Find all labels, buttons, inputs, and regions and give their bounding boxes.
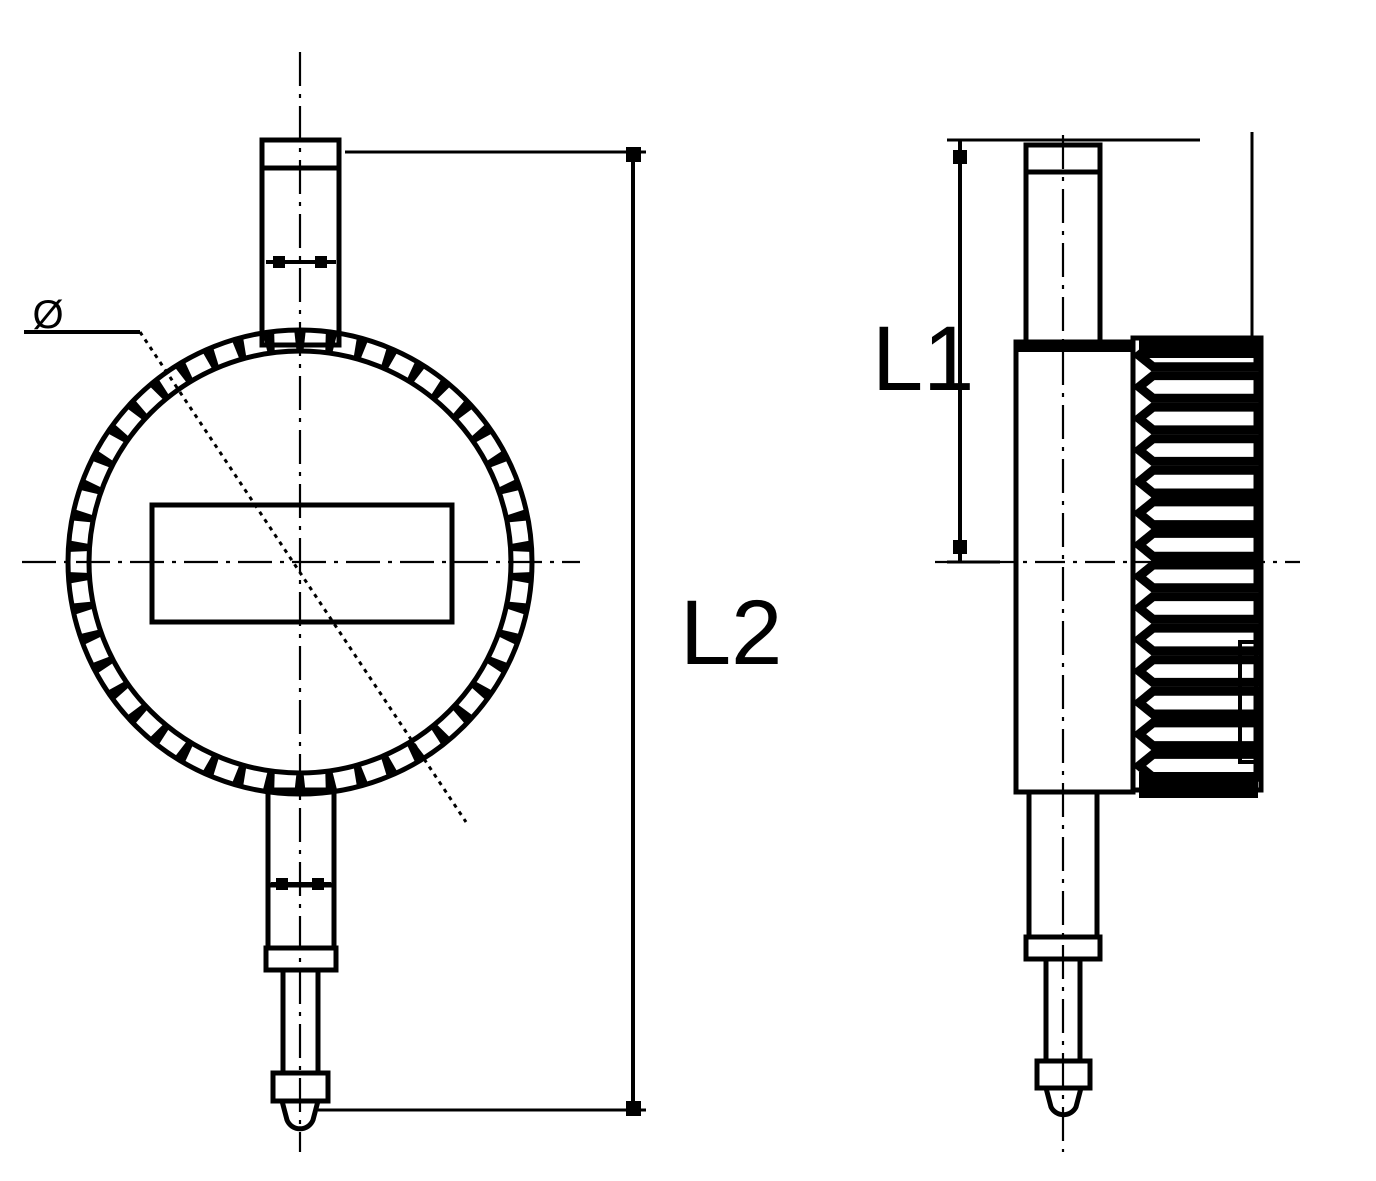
side-view: L1 <box>872 132 1300 1152</box>
l1-arrow-bottom <box>953 540 967 554</box>
side-bezel-knurl-tooth <box>1131 465 1263 498</box>
bezel-knurl-tooth <box>512 570 530 584</box>
side-bezel-knurl-cap <box>1139 336 1258 358</box>
l1-dimension-label: L1 <box>872 308 974 410</box>
front-view: Ø L2 <box>22 52 782 1152</box>
bezel-knurl-tooth <box>507 509 527 525</box>
side-bezel-knurl-cap <box>1139 772 1258 798</box>
upper-stem-detail-dot-right <box>315 256 327 268</box>
plunger-sleeve-dot-left <box>276 878 288 890</box>
diameter-callout: Ø <box>24 293 468 823</box>
bezel-knurl-tooth <box>512 540 530 554</box>
plunger-sleeve-dot-right <box>312 878 324 890</box>
l2-arrow-top <box>626 147 641 162</box>
contact-point-tip <box>278 1098 322 1132</box>
side-bezel-latch-tab <box>1238 640 1258 764</box>
side-contact-point-tip <box>1042 1085 1085 1118</box>
side-bezel-knurl-tooth <box>1131 592 1263 624</box>
bezel-knurl-tooth <box>73 599 93 615</box>
side-lower-plunger <box>1023 789 1103 1118</box>
bezel-knurl-tooth <box>232 765 248 785</box>
bezel-knurl-tooth <box>232 339 248 359</box>
side-case-top-shoulder <box>1018 342 1131 352</box>
bezel-knurl-tooth <box>73 509 93 525</box>
l2-arrow-bottom <box>626 1101 641 1116</box>
bezel-knurl-tooth <box>352 765 368 785</box>
side-bezel-knurl-tooth <box>1131 402 1263 435</box>
side-bezel-knurl <box>1130 335 1264 798</box>
bezel-knurl-tooth <box>507 599 527 615</box>
side-bezel-knurl-tooth <box>1131 434 1263 466</box>
bezel-outer-circle <box>65 327 535 797</box>
upper-stem-body <box>259 165 342 348</box>
upper-stem <box>259 137 342 348</box>
bezel-inner-circle <box>86 348 514 776</box>
side-bezel-knurl-tooth <box>1131 497 1263 530</box>
side-bezel-knurl-tooth <box>1131 560 1263 593</box>
l2-dimension-label: L2 <box>680 582 782 684</box>
side-bezel-knurl-tooth <box>1131 528 1263 561</box>
l2-dimension: L2 <box>318 147 782 1116</box>
bezel-knurl-tooth <box>70 570 88 584</box>
side-case-body <box>1013 339 1136 795</box>
bezel-knurl-tooth <box>70 540 88 554</box>
lower-plunger <box>263 787 339 1132</box>
dial-window <box>149 502 455 625</box>
l1-arrow-top <box>953 150 967 164</box>
side-bezel-knurl-tooth <box>1131 371 1263 403</box>
diameter-symbol: Ø <box>32 293 63 337</box>
upper-stem-detail-dot-left <box>273 256 285 268</box>
l1-dimension: L1 <box>872 138 1200 564</box>
bezel-knurl-tooth <box>352 339 368 359</box>
